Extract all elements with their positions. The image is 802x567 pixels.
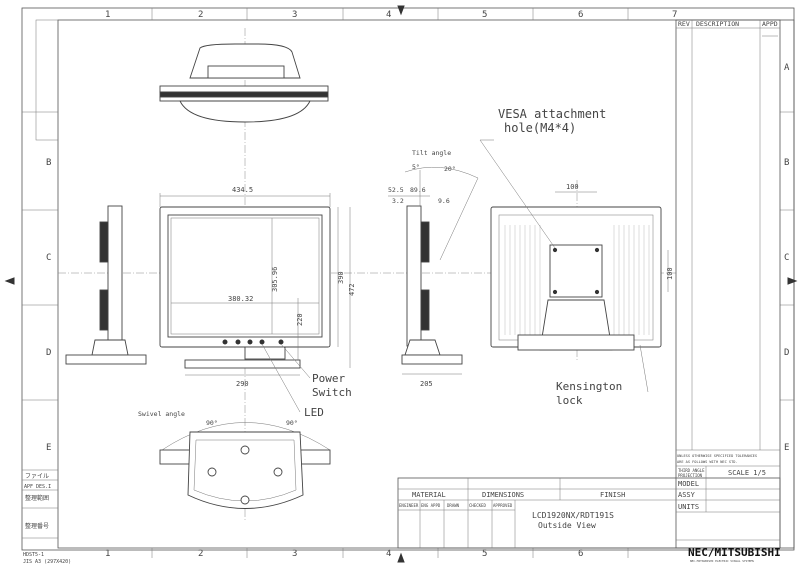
stamp-row-file: ファイル	[25, 473, 49, 480]
col-label-bottom-3: 3	[292, 549, 297, 559]
front-view: 434.5 380.32 305.96 220 390 472 290	[159, 186, 356, 388]
col-label-bottom-5: 5	[482, 549, 487, 559]
dim-depth-b: 89.6	[410, 186, 426, 194]
col-label-top-1: 1	[105, 10, 110, 20]
col-label-top-4: 4	[386, 10, 391, 20]
swivel-angle-right: 90°	[286, 419, 298, 427]
dim-height-max: 472	[348, 283, 356, 296]
title-finish: FINISH	[600, 491, 625, 499]
title-dimensions: DIMENSIONS	[482, 491, 524, 499]
vent-grille	[504, 225, 650, 335]
dim-depth-c: 3.2	[392, 197, 404, 205]
drawing-subtitle: Outside View	[538, 521, 596, 530]
right-side-view: 52.5 89.6 3.2 9.6 205 Tilt angle 5° 20°	[388, 149, 479, 388]
projection-line2: PROJECTION	[678, 473, 703, 478]
power-callout-line1: Power	[312, 372, 345, 385]
tilt-angle-back: 20°	[444, 165, 456, 173]
stamp-row-number: 整理番号	[25, 522, 49, 530]
vesa-callout-line2: hole(M4*4)	[504, 121, 576, 135]
dim-bottom-offset: 220	[296, 313, 304, 326]
dim-depth-a: 52.5	[388, 186, 404, 194]
col-label-top-3: 3	[292, 10, 297, 20]
power-callout-line2: Switch	[312, 386, 352, 399]
scale-label: SCALE 1/5	[728, 469, 766, 477]
row-label-right-e: E	[784, 443, 789, 453]
left-stamp: ファイル APF DES.I 整理範囲 整理番号	[21, 19, 59, 539]
left-side-view	[65, 205, 147, 365]
model-label: MODEL	[678, 480, 699, 488]
back-view: 100 100	[490, 183, 674, 351]
kensington-callout-line1: Kensington	[556, 380, 622, 393]
center-arrow-right	[787, 277, 798, 285]
kensington-callout-line2: lock	[556, 394, 583, 407]
assy-label: ASSY	[678, 491, 696, 499]
swivel-angle-left: 90°	[206, 419, 218, 427]
stamp-row-apf: APF DES.I	[24, 484, 51, 490]
footer-code-2: JIS A3 (297X420)	[23, 559, 71, 565]
row-label-left-b: B	[46, 158, 51, 168]
led-callout-label: LED	[304, 406, 324, 419]
row-label-right-c: C	[784, 253, 789, 263]
col-label-top-6: 6	[578, 10, 583, 20]
row-label-left-c: C	[46, 253, 51, 263]
title-block: MATERIAL DIMENSIONS FINISH ENGINEER ENG …	[397, 449, 781, 549]
top-view	[159, 43, 329, 123]
role-engineer: ENGINEER	[399, 503, 419, 508]
row-label-right-d: D	[784, 348, 789, 358]
footer-code-1: HDST5-1	[23, 552, 44, 558]
center-arrow-bottom	[397, 552, 405, 563]
row-label-left-d: D	[46, 348, 51, 358]
brand-subtitle: NEC-MITSUBISHI ELECTRIC VISUAL SYSTEMS	[690, 559, 754, 563]
col-label-top-7: 7	[672, 10, 677, 20]
dim-width-inner: 380.32	[228, 295, 253, 303]
role-checked: CHECKED	[469, 503, 486, 508]
rev-header-rev: REV	[678, 20, 690, 28]
row-label-right-b: B	[784, 158, 789, 168]
row-label-right-a: A	[784, 63, 790, 73]
projection-line1: THIRD ANGLE	[678, 468, 705, 473]
dim-width-outer: 434.5	[232, 186, 253, 194]
col-label-bottom-6: 6	[578, 549, 583, 559]
tilt-angle-title: Tilt angle	[412, 149, 451, 157]
led-callout: LED	[261, 343, 324, 419]
col-label-top-5: 5	[482, 10, 487, 20]
role-drawn: DRAWN	[447, 503, 460, 508]
brand-logo: NEC/MITSUBISHI NEC-MITSUBISHI ELECTRIC V…	[688, 546, 781, 563]
dim-height-inner: 305.96	[271, 267, 279, 292]
vesa-callout: VESA attachment hole(M4*4)	[479, 107, 606, 249]
dim-vesa-horizontal: 100	[566, 183, 579, 191]
col-label-bottom-1: 1	[105, 549, 110, 559]
tolerance-line2: ARE AS FOLLOWS WITH NEC STD.	[677, 460, 738, 464]
dim-depth-stand: 205	[420, 380, 433, 388]
vesa-plate	[549, 244, 603, 298]
center-arrow-top	[397, 5, 405, 16]
row-label-left-e: E	[46, 443, 51, 453]
rev-header-description: DESCRIPTION	[696, 20, 739, 28]
col-label-bottom-4: 4	[386, 549, 391, 559]
grid-ticks	[22, 8, 794, 558]
power-switch-callout: Power Switch	[280, 343, 352, 399]
drawing-title: LCD1920NX/RDT191S	[532, 511, 614, 520]
kensington-callout: Kensington lock	[556, 344, 649, 407]
role-eng-appd: ENG APPD	[421, 503, 441, 508]
dim-depth-d: 9.6	[438, 197, 450, 205]
brand-name: NEC/MITSUBISHI	[688, 546, 781, 559]
units-label: UNITS	[678, 503, 699, 511]
tolerance-line1: UNLESS OTHERWISE SPECIFIED TOLERANCES	[677, 454, 757, 458]
vesa-callout-line1: VESA attachment	[498, 107, 606, 121]
role-approved: APPROVED	[493, 503, 513, 508]
dim-height-total: 390	[337, 271, 345, 284]
dim-stand-width: 290	[236, 380, 249, 388]
swivel-angle-title: Swivel angle	[138, 410, 185, 418]
stamp-row-scope: 整理範囲	[25, 494, 49, 502]
dim-vesa-vertical: 100	[666, 267, 674, 280]
rev-header-appd: APPD	[762, 20, 778, 28]
col-label-bottom-2: 2	[198, 549, 203, 559]
center-arrow-left	[4, 277, 15, 285]
title-material: MATERIAL	[412, 491, 446, 499]
swivel-view: Swivel angle 90° 90°	[138, 410, 331, 509]
col-label-top-2: 2	[198, 10, 203, 20]
tilt-angle-forward: 5°	[412, 163, 420, 171]
